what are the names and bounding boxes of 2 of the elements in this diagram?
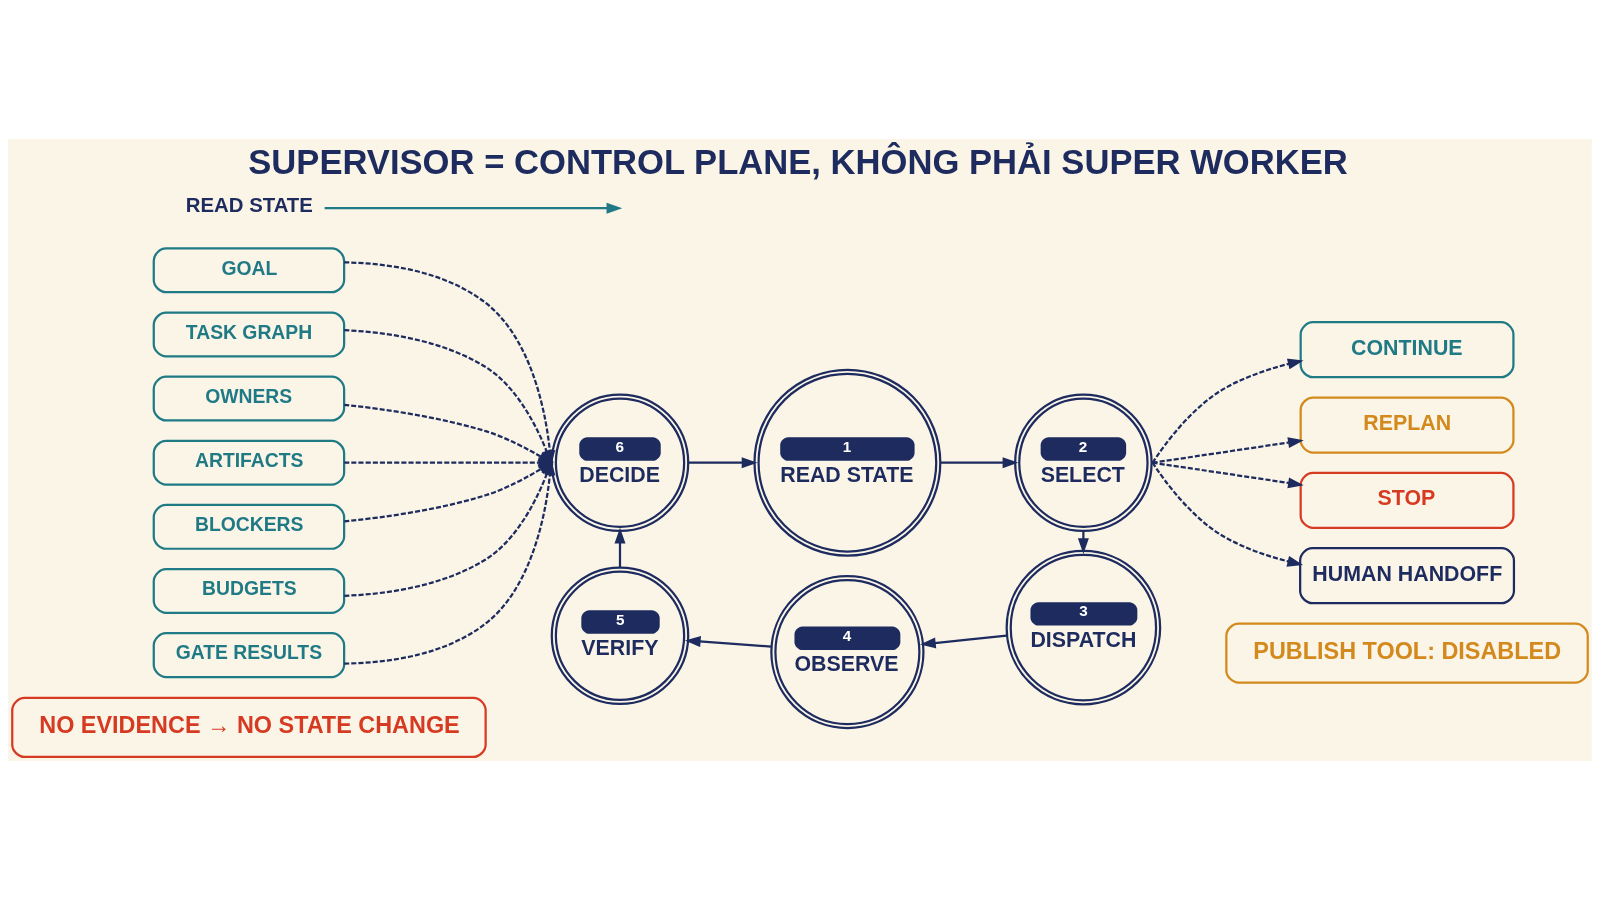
node-text: READ STATE [185, 194, 313, 217]
diagram-title: SUPERVISOR = CONTROL PLANE, KHÔNG PHẢI SUPER WORKER [248, 142, 1348, 181]
